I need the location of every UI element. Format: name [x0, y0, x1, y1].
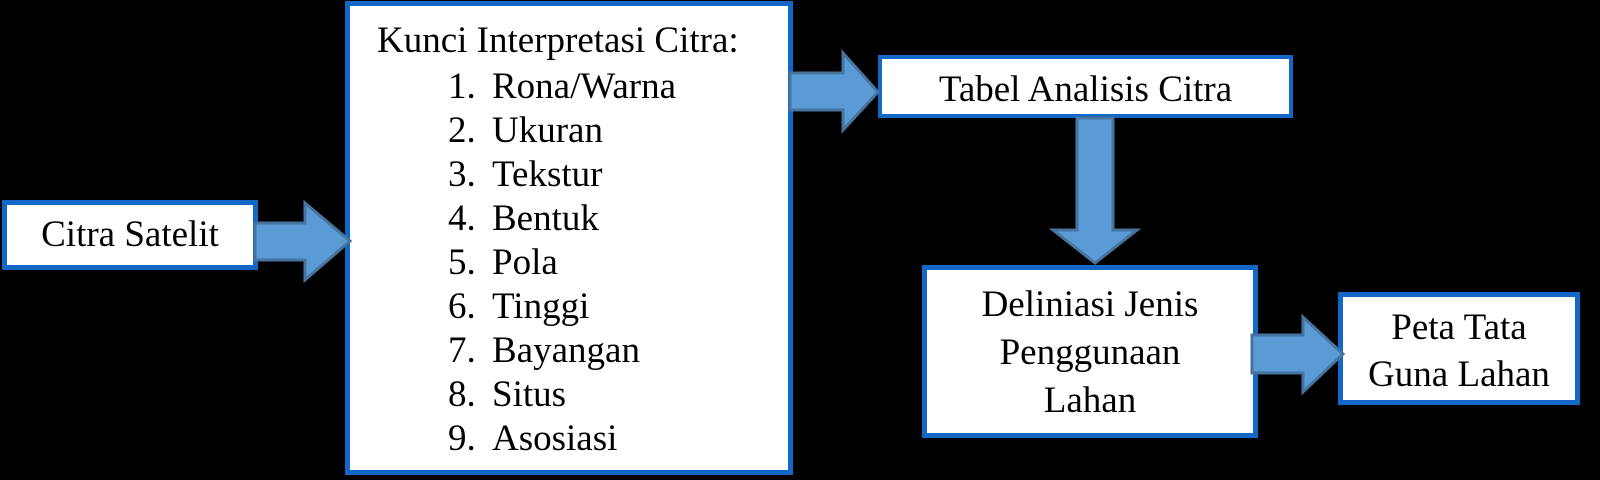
- node-label-line: Deliniasi Jenis: [981, 284, 1199, 325]
- node-label-citra-satelit: Citra Satelit: [41, 213, 219, 255]
- list-item-label: Tinggi: [492, 285, 590, 327]
- interpretation-key-list: 1. Rona/Warna 2. Ukuran 3. Tekstur 4. Be…: [350, 64, 788, 460]
- list-item-label: Bentuk: [492, 197, 599, 239]
- list-item-label: Bayangan: [492, 329, 640, 371]
- list-item-number: 8.: [448, 373, 476, 415]
- flow-node-tabel-analisis: Tabel Analisis Citra: [878, 55, 1293, 118]
- arrow-right-kunci-to-tabel-icon: [788, 49, 881, 134]
- node-label-line: Lahan: [1043, 380, 1137, 421]
- list-item-number: 3.: [448, 153, 476, 195]
- list-item: 7. Bayangan: [448, 328, 788, 372]
- node-label-deliniasi: Deliniasi Jenis Penggunaan Lahan: [927, 270, 1253, 425]
- list-item: 4. Bentuk: [448, 196, 788, 240]
- list-item-number: 9.: [448, 417, 476, 459]
- list-item-label: Asosiasi: [492, 417, 618, 459]
- node-label-line: Penggunaan: [999, 332, 1181, 373]
- list-item: 2. Ukuran: [448, 108, 788, 152]
- list-item-number: 7.: [448, 329, 476, 371]
- list-item-label: Situs: [492, 373, 567, 415]
- arrow-right-citra-to-kunci-icon: [253, 199, 353, 284]
- list-item-number: 6.: [448, 285, 476, 327]
- list-item: 8. Situs: [448, 372, 788, 416]
- list-item-number: 5.: [448, 241, 476, 283]
- node-label-tabel-analisis: Tabel Analisis Citra: [938, 69, 1233, 110]
- list-item: 6. Tinggi: [448, 284, 788, 328]
- node-label-line: Peta Tata: [1391, 307, 1527, 348]
- flow-node-citra-satelit: Citra Satelit: [2, 200, 258, 270]
- list-item: 9. Asosiasi: [448, 416, 788, 460]
- flow-node-deliniasi: Deliniasi Jenis Penggunaan Lahan: [922, 265, 1258, 438]
- flow-node-kunci-interpretasi: Kunci Interpretasi Citra: 1. Rona/Warna …: [345, 1, 793, 475]
- list-item: 1. Rona/Warna: [448, 64, 788, 108]
- list-item-label: Rona/Warna: [492, 65, 677, 107]
- node-label-peta: Peta Tata Guna Lahan: [1343, 297, 1575, 398]
- list-item-label: Pola: [492, 241, 558, 283]
- flow-node-peta-tata-guna-lahan: Peta Tata Guna Lahan: [1338, 292, 1580, 405]
- list-item-number: 4.: [448, 197, 476, 239]
- list-item: 3. Tekstur: [448, 152, 788, 196]
- list-item: 5. Pola: [448, 240, 788, 284]
- arrow-down-tabel-to-deliniasi-icon: [1048, 116, 1142, 265]
- node-title-kunci-interpretasi: Kunci Interpretasi Citra:: [377, 20, 739, 61]
- list-item-number: 2.: [448, 109, 476, 151]
- list-item-label: Ukuran: [492, 109, 603, 151]
- node-label-line: Guna Lahan: [1368, 354, 1550, 395]
- list-item-number: 1.: [448, 65, 476, 107]
- list-item-label: Tekstur: [492, 153, 603, 195]
- arrow-right-deliniasi-to-peta-icon: [1250, 313, 1346, 396]
